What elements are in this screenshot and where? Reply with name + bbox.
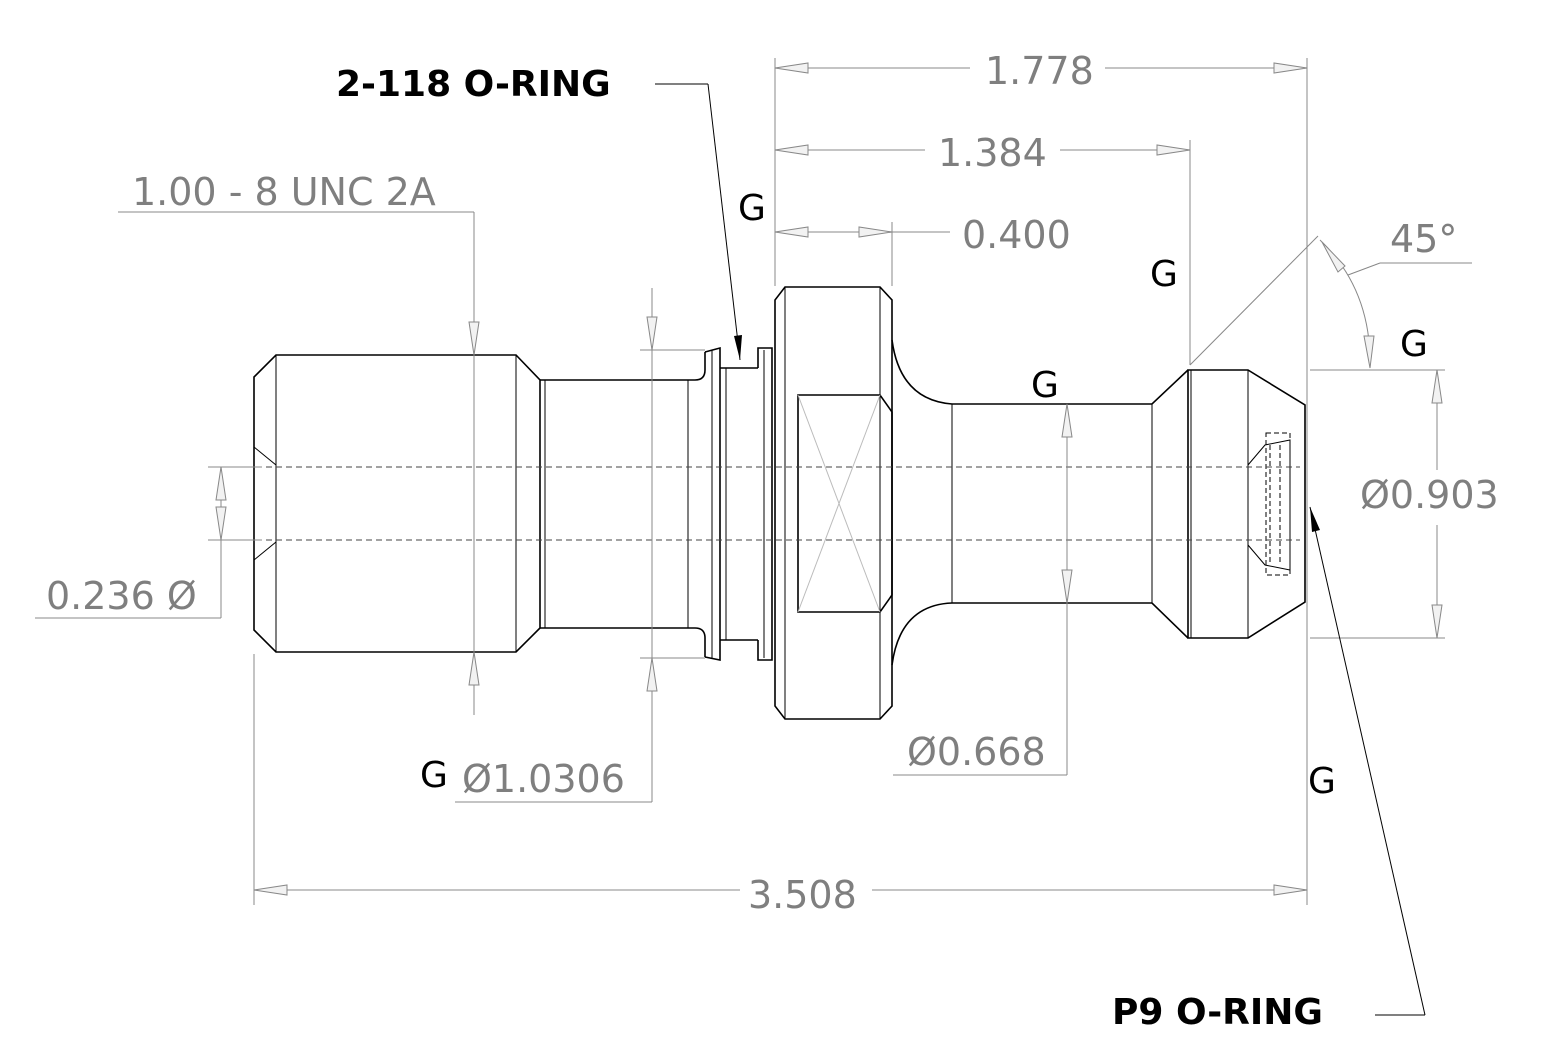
neck <box>891 339 1189 666</box>
g-mark-end: G <box>1308 761 1336 802</box>
g-mark-neck: G <box>1031 365 1059 406</box>
dim-nose-diameter: Ø0.903 <box>1360 473 1499 517</box>
thread-section <box>253 354 541 653</box>
dim-overall-length: 3.508 <box>748 873 857 917</box>
bore-centerlines <box>256 466 1300 541</box>
g-mark-flange: G <box>738 188 766 229</box>
flange <box>774 286 893 720</box>
dim-groove-diameter: Ø1.0306 <box>462 757 625 801</box>
dim-neck-diameter: Ø0.668 <box>907 730 1046 774</box>
nose <box>1187 369 1306 639</box>
leaders <box>655 83 1426 1016</box>
oring-groove <box>704 346 773 661</box>
dim-bore-diameter: 0.236 Ø <box>46 574 197 618</box>
shank-section <box>540 352 706 657</box>
dimension-lines <box>35 58 1472 905</box>
dim-flange-width: 0.400 <box>962 213 1071 257</box>
part-outline <box>253 286 1306 720</box>
g-mark-groove: G <box>420 755 448 796</box>
oring-bottom-note: P9 O-RING <box>1112 992 1323 1033</box>
oring-top-note: 2-118 O-RING <box>336 64 611 105</box>
dim-overall-top: 1.778 <box>985 49 1094 93</box>
g-mark-nose-top: G <box>1150 254 1178 295</box>
g-mark-nose-right: G <box>1400 324 1428 365</box>
dim-blue-length: 1.384 <box>938 131 1047 175</box>
dim-angle: 45° <box>1390 217 1457 261</box>
thread-note: 1.00 - 8 UNC 2A <box>132 170 436 214</box>
